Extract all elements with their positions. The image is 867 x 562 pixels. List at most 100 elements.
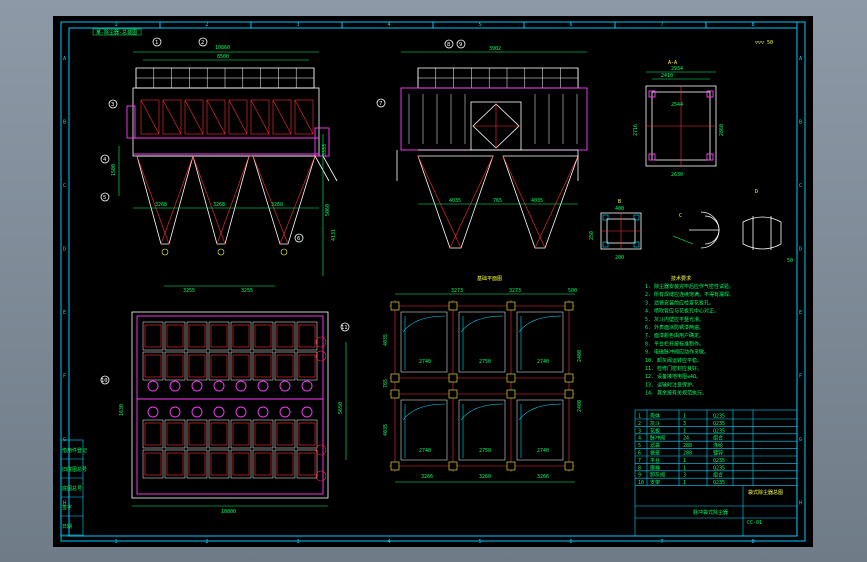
plan-dim-side-1: 1630	[119, 404, 125, 416]
detail-c-title: C	[679, 213, 682, 219]
rotary-valve	[217, 248, 225, 256]
foundation-pier	[390, 389, 400, 399]
parts-row-qty: 3	[683, 473, 686, 479]
foundation-corner-dim: 500	[568, 288, 577, 294]
column-number: 1	[115, 22, 118, 28]
note-line: 2. 所有焊缝应连续饱满，不得有漏焊。	[645, 291, 734, 298]
front-dim-lower-2: 3255	[241, 288, 253, 294]
revision-row: 签字	[62, 504, 72, 511]
parts-row-name: 卸灰阀	[650, 472, 665, 479]
foundation-cell-dim-5: 2750	[479, 448, 491, 454]
foundation-pier	[506, 373, 516, 383]
detail-b-dim-3: 200	[615, 255, 624, 261]
column-number: 7	[661, 539, 664, 545]
roughness-mark: ▽▽▽ 50	[755, 40, 773, 46]
side-dim-top: 3902	[489, 46, 501, 52]
side-dim-bottom-2: 765	[493, 198, 502, 204]
svg-text:1: 1	[155, 40, 158, 46]
foundation-right-dim-2: 2400	[577, 400, 583, 412]
note-line: 5. 灰斗内壁应平整光滑。	[645, 316, 704, 323]
plan-view[interactable]: 10800 1630 5650 10 11	[100, 311, 350, 515]
foundation-pier	[506, 461, 516, 471]
parts-row-qty: 1	[683, 458, 686, 464]
foundation-side-dim-1: 4035	[383, 334, 389, 346]
row-letter: F	[63, 373, 66, 379]
pulse-valve	[169, 406, 181, 418]
side-dim-bottom-1: 4035	[449, 198, 461, 204]
column-number: 3	[297, 22, 300, 28]
plan-dim-side-2: 5650	[338, 402, 344, 414]
parts-row-no: 9	[638, 473, 641, 479]
parts-row-no: 2	[638, 421, 641, 427]
parts-row-material: 涤纶	[713, 442, 723, 449]
pulse-valve	[257, 380, 269, 392]
parts-row-no: 6	[638, 451, 641, 457]
parts-row-name: 滤袋	[650, 442, 660, 449]
foundation-dim-top-2: 3273	[509, 288, 521, 294]
parts-row-no: 7	[638, 458, 641, 464]
front-dim-top-2: 8500	[217, 54, 229, 60]
note-line: 9. 电磁脉冲阀应动作灵敏。	[645, 349, 709, 356]
drawing-title-stamp: 袋式除尘器总图	[748, 489, 783, 496]
note-line: 4. 喷吹管应与花板孔中心对正。	[645, 308, 719, 315]
svg-text:2: 2	[201, 40, 204, 46]
parts-row-no: 4	[638, 436, 641, 442]
row-letter: B	[63, 119, 66, 125]
parts-row-qty: 1	[683, 465, 686, 471]
parts-row-qty: 288	[683, 443, 692, 449]
foundation-pier	[564, 389, 574, 399]
parts-row-no: 8	[638, 465, 641, 471]
revision-row: 旧底图总号	[62, 466, 87, 473]
detail-b-dim-1: 400	[615, 206, 624, 212]
pulse-valve	[235, 406, 247, 418]
foundation-grid	[389, 300, 575, 472]
detail-c-view[interactable]: C	[672, 211, 720, 249]
column-number: 3	[297, 539, 300, 545]
side-stripes	[408, 94, 578, 144]
front-dim-lower-1: 3255	[183, 288, 195, 294]
pulse-valve	[191, 406, 203, 418]
parts-row-material: Q235	[713, 480, 725, 486]
detail-a-view[interactable]: 2934 2410 2544 2716 2630 2860 A-A	[633, 60, 725, 178]
parts-row-name: 支架	[650, 479, 660, 486]
detail-b-view[interactable]: 400 250 200 B	[589, 199, 642, 261]
detail-b-dim-2: 250	[589, 231, 595, 240]
foundation-dim-top-1: 3273	[451, 288, 463, 294]
front-right-dim: 3333	[322, 144, 328, 156]
column-number: 4	[388, 22, 391, 28]
pulse-valve	[279, 406, 291, 418]
front-hopper	[192, 155, 250, 245]
front-right-platform	[314, 127, 330, 157]
foundation-pier	[564, 373, 574, 383]
detail-a-dim-6: 2860	[719, 124, 725, 136]
row-letter: D	[63, 246, 66, 252]
row-letter: G	[799, 437, 802, 443]
front-view[interactable]: 10860 8500 3268 3268 3268 3255 3255 3333…	[100, 37, 338, 294]
parts-row-no: 5	[638, 443, 641, 449]
front-stair	[314, 155, 338, 182]
front-dim-bottom-3: 3268	[271, 202, 283, 208]
note-line: 7. 面漆颜色由用户确定。	[645, 332, 704, 339]
pulse-valve	[169, 380, 181, 392]
svg-text:4: 4	[103, 157, 107, 163]
foundation-cell-dim-3: 2740	[537, 359, 549, 365]
parts-row-material: Q235	[713, 421, 725, 427]
column-number: 5	[479, 22, 482, 28]
foundation-title: 基础平面图	[477, 275, 502, 282]
pulse-valve	[147, 380, 159, 392]
detail-b-title: B	[618, 199, 621, 205]
title-block-name: 脉冲袋式除尘器	[693, 509, 728, 516]
note-line: 6. 外表面涂防锈漆两遍。	[645, 324, 704, 331]
detail-d-view[interactable]: D 50	[742, 189, 793, 264]
foundation-pier	[448, 301, 458, 311]
note-line: 12. 设备接地电阻≤4Ω。	[645, 373, 701, 380]
parts-row-qty: 1	[683, 414, 686, 420]
parts-row-qty: 3	[683, 421, 686, 427]
side-view[interactable]: 4035 765 4035 3902 7 8 9	[376, 39, 588, 249]
foundation-pier	[506, 301, 516, 311]
foundation-view[interactable]: 基础平面图 3273 3273 500 3266 3260 3266 2740 …	[383, 275, 583, 483]
top-label-box	[92, 28, 142, 36]
